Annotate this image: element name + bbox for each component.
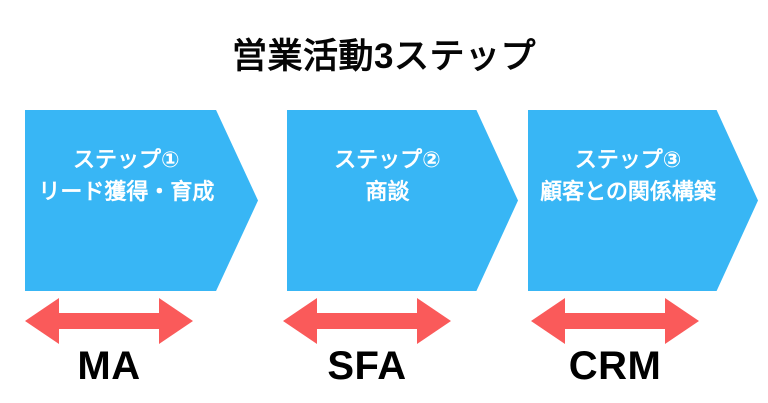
- double-headed-arrow-icon: [283, 298, 451, 344]
- measure-group-3: CRM: [531, 298, 699, 386]
- step-2-line1: ステップ②: [334, 147, 441, 172]
- step-card-2: ステップ② 商談: [287, 110, 518, 291]
- chevron-arrow-shape-icon: [287, 110, 518, 291]
- measure-label-2: SFA: [327, 344, 407, 388]
- double-headed-arrow-icon: [25, 298, 193, 344]
- measures-row: MA SFA CRM: [0, 298, 768, 403]
- measure-label-3: CRM: [568, 344, 662, 388]
- step-1-line2: リード獲得・育成: [38, 178, 215, 204]
- steps-row: ステップ① リード獲得・育成 ステップ② 商談 ステップ③ 顧客との関係構築: [0, 110, 768, 291]
- step-3-line1: ステップ③: [574, 147, 682, 172]
- step-card-3: ステップ③ 顧客との関係構築: [528, 110, 758, 291]
- measure-label-1: MA: [77, 344, 141, 388]
- step-1-line1: ステップ①: [73, 147, 180, 172]
- chevron-arrow-shape-icon: [528, 110, 758, 291]
- step-3-text: ステップ③ 顧客との関係構築: [528, 144, 728, 208]
- step-3-line2: 顧客との関係構築: [540, 178, 716, 204]
- page-title: 営業活動3ステップ: [232, 37, 536, 76]
- chevron-arrow-shape-icon: [25, 110, 258, 291]
- step-2-text: ステップ② 商談: [287, 144, 488, 208]
- step-2-line2: 商談: [365, 178, 410, 204]
- measure-group-2: SFA: [283, 298, 451, 386]
- double-headed-arrow-icon: [531, 298, 699, 344]
- step-1-text: ステップ① リード獲得・育成: [25, 144, 228, 208]
- step-card-1: ステップ① リード獲得・育成: [25, 110, 258, 291]
- measure-group-1: MA: [25, 298, 193, 386]
